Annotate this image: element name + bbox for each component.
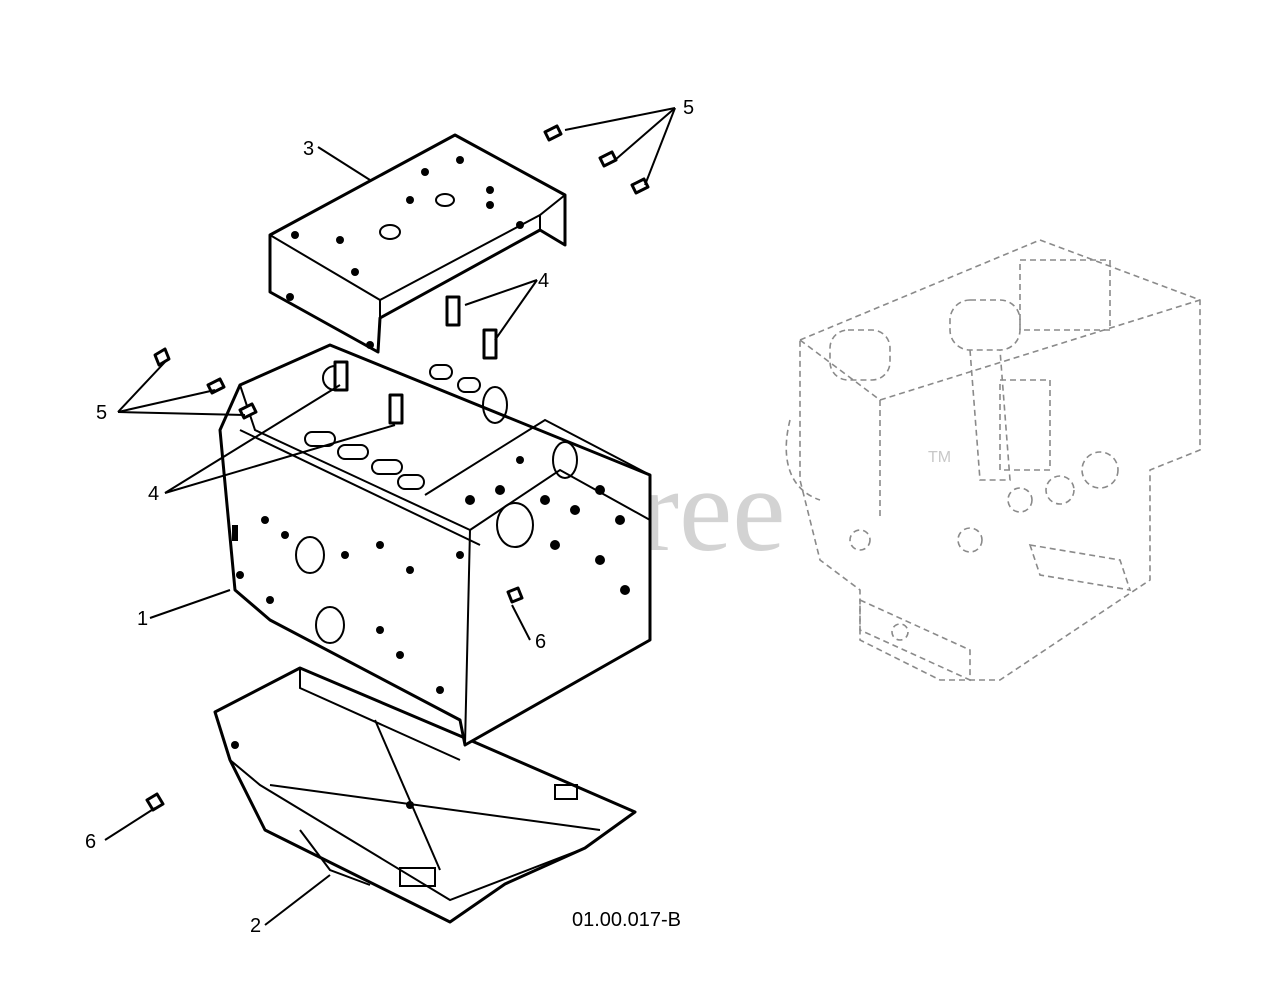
screws-6 <box>145 586 524 812</box>
callout-2: 2 <box>250 915 261 937</box>
part-2-bottom-cover <box>213 666 637 924</box>
callout-4-top: 4 <box>538 270 549 292</box>
watermark-tm: TM <box>928 449 951 466</box>
callout-5-top: 5 <box>683 97 694 119</box>
callout-labels: 3 5 4 5 4 1 6 6 2 <box>85 97 694 937</box>
callout-3: 3 <box>303 138 314 160</box>
engine-reference-ghost <box>785 239 1201 682</box>
callout-6-left: 6 <box>85 831 96 853</box>
callout-4-left: 4 <box>148 483 159 505</box>
callout-6-right: 6 <box>535 631 546 653</box>
callout-5-left: 5 <box>96 402 107 424</box>
leader-lines <box>104 107 676 926</box>
part-3-top-bracket <box>268 133 567 354</box>
bolts-4 <box>333 295 498 425</box>
drawing-code: 01.00.017-B <box>572 909 681 931</box>
callout-1: 1 <box>137 608 148 630</box>
